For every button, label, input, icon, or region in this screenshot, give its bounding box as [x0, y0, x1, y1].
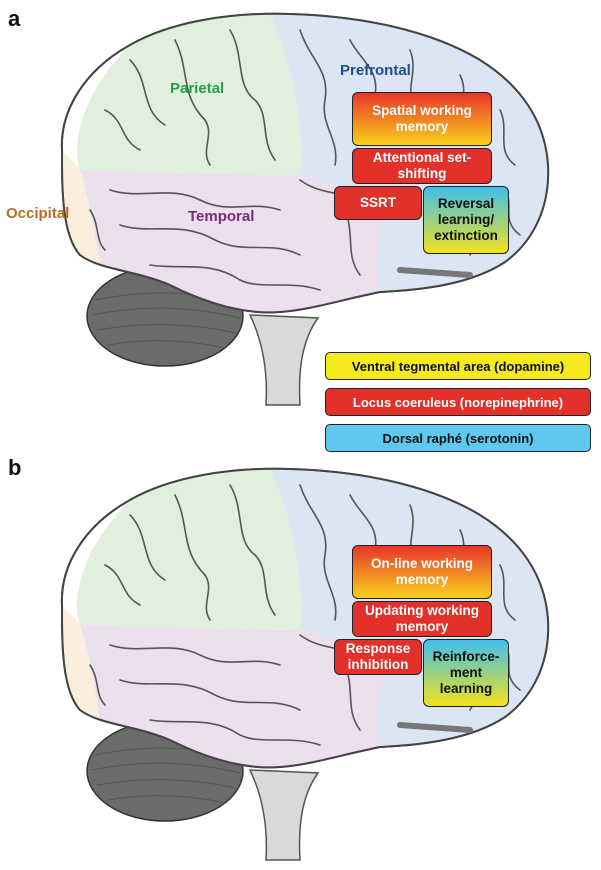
- label-prefrontal: Prefrontal: [340, 62, 411, 79]
- box-response-inhibition: Response inhibition: [334, 639, 422, 675]
- box-updating-working-memory: Updating working memory: [352, 601, 492, 637]
- panel-a: a: [6, 6, 591, 416]
- legend-dorsal-raphe: Dorsal raphé (serotonin): [325, 424, 591, 452]
- occipital-lobe: [62, 150, 100, 266]
- label-temporal: Temporal: [188, 208, 255, 225]
- box-attentional-set-shifting: Attentional set-shifting: [352, 148, 492, 184]
- label-occipital: Occipital: [6, 205, 70, 222]
- panel-b: b: [0, 435, 601, 870]
- box-ssrt: SSRT: [334, 186, 422, 220]
- box-reinforcement-learning: Reinforce-ment learning: [423, 639, 509, 707]
- box-online-working-memory: On-line working memory: [352, 545, 492, 599]
- box-reversal-learning: Reversal learning/ extinction: [423, 186, 509, 254]
- box-spatial-working-memory: Spatial working memory: [352, 92, 492, 146]
- panel-letter-a: a: [8, 6, 21, 31]
- panel-letter-b: b: [8, 455, 22, 480]
- brainstem: [248, 314, 320, 406]
- label-parietal: Parietal: [170, 80, 225, 97]
- legend-locus-coeruleus: Locus coeruleus (norepinephrine): [325, 388, 591, 416]
- temporal-lobe: [80, 170, 385, 313]
- legend-vta: Ventral tegmental area (dopamine): [325, 352, 591, 380]
- brain-illustration-b: [60, 467, 550, 861]
